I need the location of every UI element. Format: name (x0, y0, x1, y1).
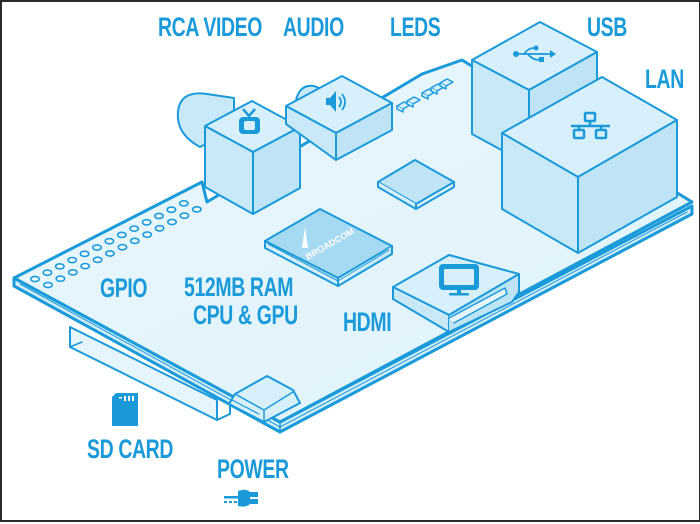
gpio-pin (92, 256, 103, 264)
gpio-pin (142, 231, 153, 238)
gpio-pin (129, 225, 140, 232)
label-rca-video: RCA VIDEO (158, 12, 263, 42)
gpio-pin (178, 199, 189, 207)
gpio-pin (55, 275, 66, 283)
gpio-pin (116, 231, 127, 239)
rca-video-connector (176, 92, 301, 215)
tv-icon (239, 108, 260, 134)
gpio-pin (79, 250, 90, 258)
label-ram: 512MB RAM (184, 272, 294, 302)
gpio-pin (167, 218, 178, 226)
gpio-pin (117, 243, 128, 251)
label-lan: LAN (645, 64, 684, 94)
gpio-pin (54, 262, 65, 270)
small-chip (377, 159, 455, 210)
status-leds (396, 78, 454, 113)
gpio-pin (42, 281, 53, 289)
gpio-pin (29, 275, 40, 283)
gpio-pin (104, 237, 115, 245)
gpio-pin (154, 224, 165, 232)
gpio-pin (67, 256, 78, 264)
label-power: POWER (217, 454, 289, 484)
gpio-pin (67, 268, 78, 276)
gpio-pin (179, 212, 190, 220)
usb-icon (513, 45, 556, 62)
label-audio: AUDIO (283, 12, 344, 42)
speaker-icon (326, 91, 346, 112)
gpio-pin (154, 212, 165, 220)
network-icon (571, 111, 610, 140)
label-sd-card: SD CARD (87, 434, 174, 464)
label-leds: LEDS (390, 12, 441, 42)
power-port (228, 375, 301, 423)
power-plug-icon (224, 489, 258, 507)
gpio-pin (80, 262, 91, 270)
gpio-pin (191, 205, 202, 213)
gpio-pin (105, 250, 116, 257)
cpu-chip (264, 208, 393, 287)
label-gpio: GPIO (100, 273, 148, 303)
gpio-pin (129, 237, 140, 245)
gpio-pin (166, 206, 177, 214)
gpio-header (29, 199, 202, 289)
gpio-pin (42, 269, 53, 277)
label-usb: USB (587, 12, 627, 42)
label-cpu-gpu: CPU & GPU (193, 300, 298, 330)
gpio-pin (141, 218, 152, 226)
monitor-icon (439, 264, 479, 296)
gpio-pin (92, 244, 103, 251)
audio-connector (285, 75, 393, 161)
label-hdmi: HDMI (343, 307, 392, 337)
sd-card-icon (112, 393, 138, 426)
